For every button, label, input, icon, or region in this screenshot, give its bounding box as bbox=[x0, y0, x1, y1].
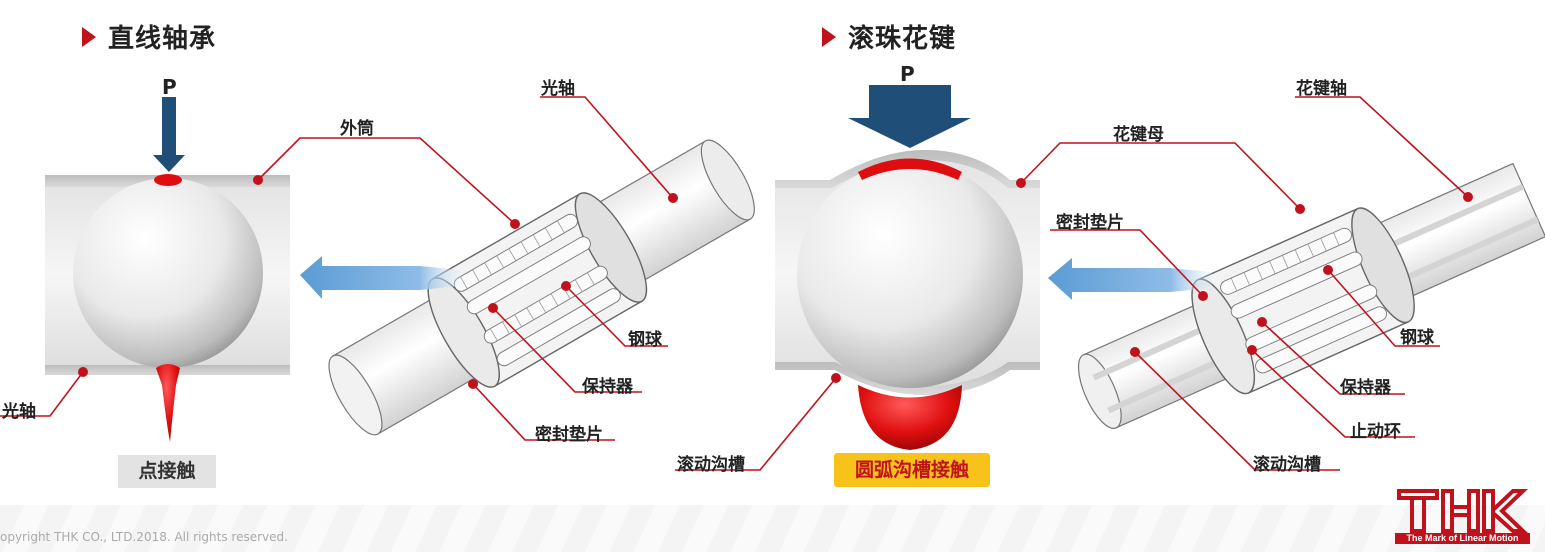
motion-arrow bbox=[300, 256, 460, 299]
shaft-end bbox=[328, 354, 383, 436]
footer-band bbox=[0, 505, 1545, 552]
load-arrow bbox=[153, 97, 185, 172]
contact-type-badge-arc: 圆弧沟槽接触 bbox=[834, 453, 990, 487]
left-title: 直线轴承 bbox=[82, 18, 216, 55]
thk-logo: The Mark of Linear Motion bbox=[1395, 488, 1530, 546]
steel-ball bbox=[797, 162, 1023, 388]
linear-bushing-section bbox=[45, 97, 290, 442]
copyright-text: opyright THK CO., LTD.2018. All rights r… bbox=[0, 530, 288, 544]
label-seal-right: 密封垫片 bbox=[1056, 213, 1124, 233]
left-title-text: 直线轴承 bbox=[108, 24, 217, 54]
linear-bushing-3d bbox=[300, 139, 755, 436]
thk-logo-icon bbox=[1397, 489, 1528, 533]
groove-contact-top bbox=[858, 158, 962, 180]
label-retainer-left: 保持器 bbox=[582, 377, 633, 397]
load-arrow bbox=[848, 85, 971, 148]
leader-dots bbox=[78, 175, 1473, 389]
ball-rows bbox=[453, 213, 621, 367]
label-shaft-left: 光轴 bbox=[2, 402, 36, 422]
label-spline-shaft: 花键轴 bbox=[1296, 79, 1347, 99]
right-title-text: 滚珠花键 bbox=[848, 24, 957, 54]
label-steel-ball-left: 钢球 bbox=[628, 330, 662, 350]
load-label-left: P bbox=[162, 75, 177, 99]
motion-arrow bbox=[1048, 258, 1212, 300]
label-seal-left: 密封垫片 bbox=[535, 425, 603, 445]
label-steel-ball-right: 钢球 bbox=[1400, 328, 1434, 348]
contact-point-top bbox=[154, 174, 182, 186]
label-outer-tube: 外筒 bbox=[340, 119, 374, 139]
load-label-right: P bbox=[900, 62, 915, 86]
steel-ball bbox=[73, 178, 263, 368]
triangle-bullet-icon bbox=[822, 26, 836, 47]
leader-lines bbox=[0, 96, 1469, 471]
ball-spline-section bbox=[775, 85, 1040, 450]
contact-type-badge-point: 点接触 bbox=[118, 455, 216, 488]
label-spline-nut: 花键母 bbox=[1113, 125, 1164, 145]
label-shaft-top: 光轴 bbox=[541, 79, 575, 99]
right-title: 滚珠花键 bbox=[822, 18, 956, 55]
contact-stress-bottom bbox=[156, 364, 180, 442]
label-raceway-groove-left: 滚动沟槽 bbox=[677, 455, 745, 475]
label-raceway-groove-right: 滚动沟槽 bbox=[1253, 455, 1321, 475]
groove-contact-bottom bbox=[858, 385, 962, 450]
label-retainer-right: 保持器 bbox=[1340, 378, 1391, 398]
logo-tagline: The Mark of Linear Motion bbox=[1395, 533, 1530, 544]
ball-spline-3d bbox=[1048, 162, 1545, 429]
triangle-bullet-icon bbox=[82, 26, 96, 47]
label-retaining-ring: 止动环 bbox=[1350, 422, 1401, 442]
